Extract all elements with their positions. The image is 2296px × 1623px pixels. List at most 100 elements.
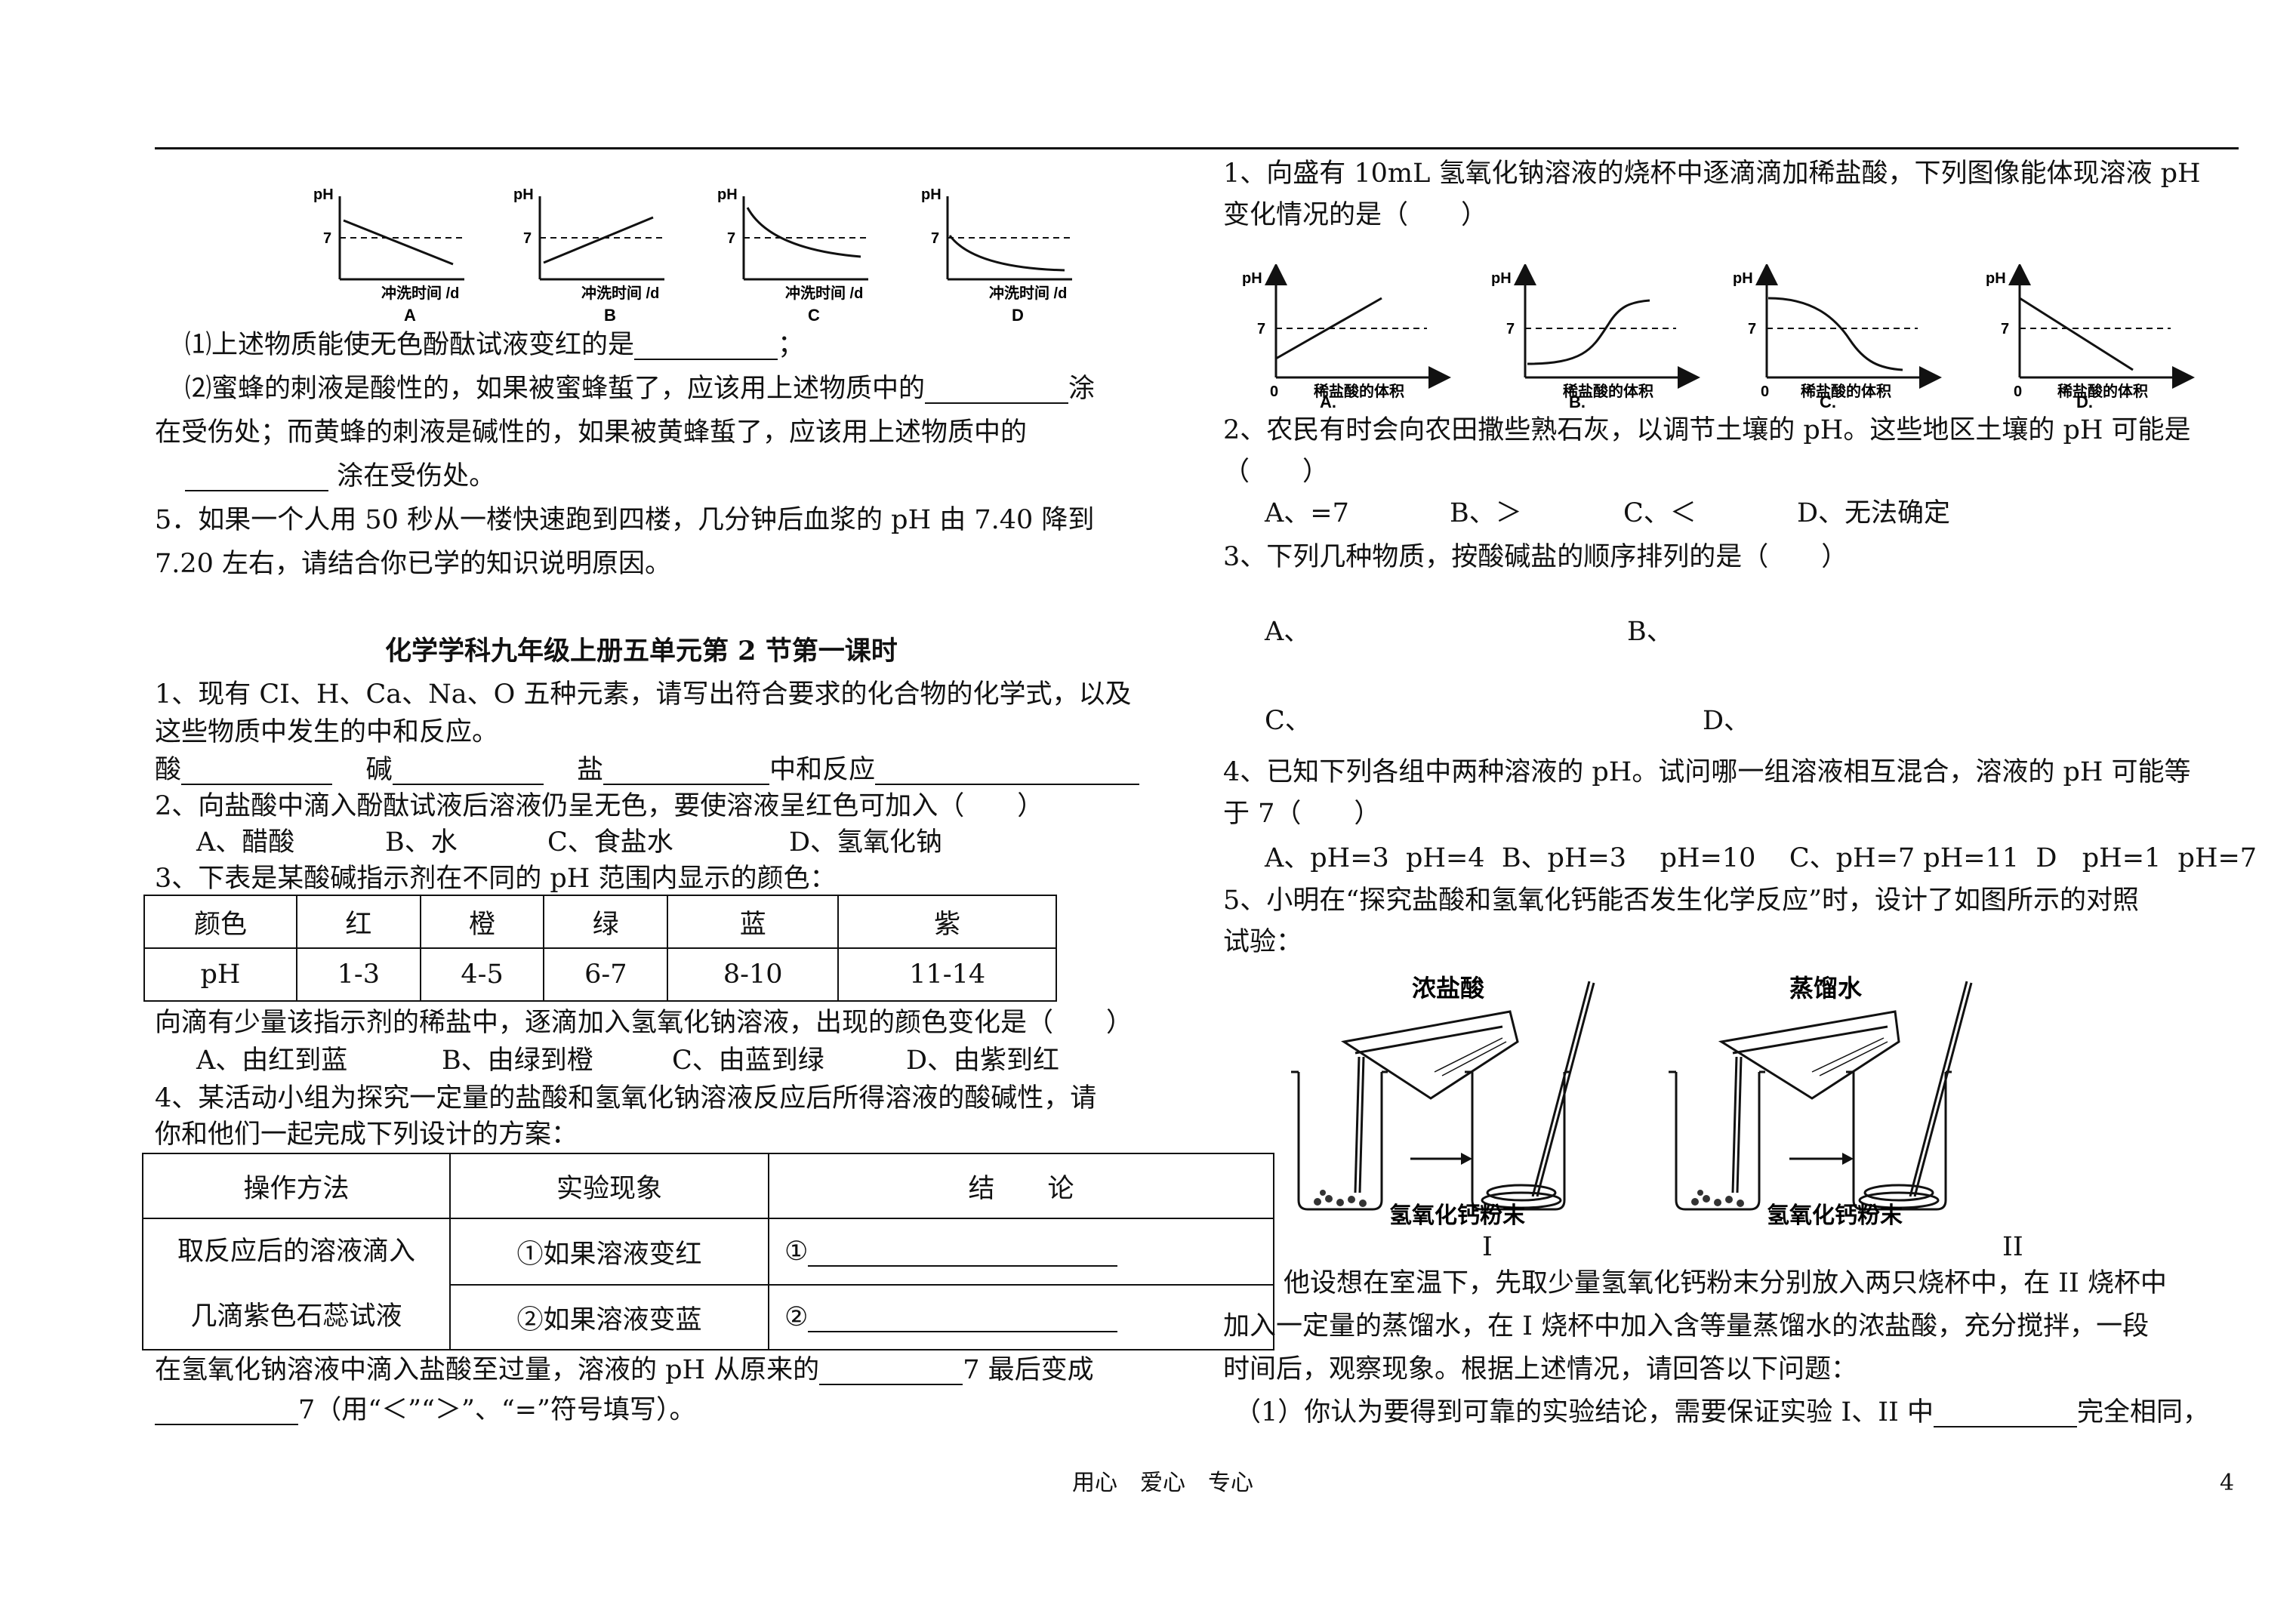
neutralization-blank[interactable] [875,759,1140,785]
s3-option-c[interactable]: C、由蓝到绿 [672,1046,824,1076]
table-cell: 8-10 [667,947,840,1002]
svg-text:D.: D. [2076,393,2093,408]
s2-option-d[interactable]: D、氢氧化钠 [789,827,943,858]
r-q3-stem: 3、下列几种物质，按酸碱盐的顺序排列的是（ ） [1223,542,1848,572]
answer-blank[interactable] [925,378,1069,404]
svg-text:7: 7 [323,230,331,247]
r-q2-option-a[interactable]: A、=7 [1265,498,1349,528]
svg-text:7: 7 [1506,321,1515,337]
conclusion-blank[interactable] [808,1241,1118,1267]
table-cell: 紫 [837,895,1057,949]
q4-part2b: 在受伤处；而黄蜂的刺液是碱性的，如果被黄蜂蜇了，应该用上述物质中的 [155,417,1028,448]
page-number: 4 [2220,1470,2235,1496]
svg-text:B.: B. [1569,393,1586,408]
svg-text:A: A [404,306,416,325]
s1-line1: 1、现有 CI、H、Ca、Na、O 五种元素，请写出符合要求的化合物的化学式，以… [155,679,1132,710]
s2-option-a[interactable]: A、醋酸 [196,827,295,858]
ph-graph-d: pH 7 0 稀盐酸的体积 D. [1986,264,2195,408]
r-q2-option-b[interactable]: B、＞ [1450,498,1522,528]
r-q4-options[interactable]: A、pH=3 pH=4 B、pH=3 pH=10 C、pH=7 pH=11 D … [1265,843,2257,873]
svg-text:7: 7 [931,230,939,247]
operation-cell: 取反应后的溶液滴入 几滴紫色石蕊试液 [142,1218,451,1350]
r-q3-option-b[interactable]: B、 [1627,617,1673,647]
svg-text:冲洗时间 /d: 冲洗时间 /d [785,285,863,302]
ph-graph-a: pH 7 0 稀盐酸的体积 A. [1242,264,1451,408]
r-q5-line1: 5、小明在“探究盐酸和氢氧化钙能否发生化学反应”时，设计了如图所示的对照 [1223,885,2140,916]
s1-line2: 这些物质中发生的中和反应。 [155,717,499,747]
s2-option-b[interactable]: B、水 [385,827,458,858]
svg-text:C.: C. [1820,393,1836,408]
svg-text:冲洗时间 /d: 冲洗时间 /d [989,285,1067,302]
phenomenon-blue: ②如果溶液变蓝 [449,1284,769,1350]
r-q1-line2: 变化情况的是（ ） [1223,200,1488,230]
svg-text:pH: pH [1733,270,1753,287]
experiment-table: 操作方法 实验现象 结 论 取反应后的溶液滴入 几滴紫色石蕊试液 ①如果溶液变红… [142,1153,1274,1350]
setup-label-ii: II [2002,1232,2023,1262]
svg-text:7: 7 [727,230,735,247]
conclusion-2: ② [768,1284,1274,1350]
r-q3-option-c[interactable]: C、 [1265,706,1311,736]
svg-text:pH: pH [1986,270,2006,287]
q4-part2a: ⑵蜜蜂的刺液是酸性的，如果被蜜蜂蜇了，应该用上述物质中的涂 [185,374,1096,404]
s4-line2: 你和他们一起完成下列设计的方案： [155,1119,578,1150]
svg-text:B: B [604,306,616,325]
mini-graph-c: pH 7 冲洗时间 /d C [717,186,868,325]
r-q4-line1: 4、已知下列各组中两种溶液的 pH。试问哪一组溶液相互混合，溶液的 pH 可能等 [1223,757,2191,787]
ph-change-line2: 7（用“＜”“＞”、“=”符号填写）。 [155,1395,695,1425]
answer-blank[interactable] [185,466,328,491]
header-phenomenon: 实验现象 [449,1153,769,1219]
conclusion-blank[interactable] [808,1307,1118,1332]
s2-option-c[interactable]: C、食盐水 [547,827,673,858]
table-cell: 4-5 [419,947,545,1002]
r-q3-option-d[interactable]: D、 [1703,706,1751,736]
svg-text:冲洗时间 /d: 冲洗时间 /d [581,285,659,302]
acid-blank[interactable] [181,759,333,785]
r-q1-line1: 1、向盛有 10mL 氢氧化钠溶液的烧杯中逐滴滴加稀盐酸，下列图像能体现溶液 p… [1223,159,2201,189]
setup-label-i: I [1482,1232,1493,1262]
r-q4-line2: 于 7（ ） [1223,799,1381,829]
svg-text:C: C [808,306,820,325]
s3-option-b[interactable]: B、由绿到橙 [442,1046,593,1076]
r-q2-option-c[interactable]: C、＜ [1623,498,1697,528]
s3-stem: 3、下表是某酸碱指示剂在不同的 pH 范围内显示的颜色： [155,864,837,894]
base-blank[interactable] [392,759,544,785]
section-title: 化学学科九年级上册五单元第 2 节第一课时 [385,636,898,667]
svg-text:稀盐酸的体积: 稀盐酸的体积 [1801,382,1891,400]
q5-line2: 7.20 左右，请结合你已学的知识说明原因。 [155,549,672,579]
answer-blank[interactable] [634,334,778,360]
salt-blank[interactable] [603,759,770,785]
svg-text:稀盐酸的体积: 稀盐酸的体积 [1314,382,1404,400]
svg-text:pH: pH [921,186,942,203]
washing-ph-graphs: pH 7 冲洗时间 /d A pH 7 冲洗时间 /d B pH 7 冲洗时间 … [313,186,1072,325]
s4-line1: 4、某活动小组为探究一定量的盐酸和氢氧化钠溶液反应后所得溶液的酸碱性，请 [155,1083,1097,1113]
ph-blank[interactable] [155,1400,298,1425]
svg-text:D: D [1012,306,1024,325]
svg-text:蒸馏水: 蒸馏水 [1789,975,1863,1002]
table-row: pH 1-3 4-5 6-7 8-10 11-14 [143,947,1057,1002]
svg-text:pH: pH [1491,270,1512,287]
r-q2-line1: 2、农民有时会向农田撒些熟石灰，以调节土壤的 pH。这些地区土壤的 pH 可能是 [1223,415,2191,445]
svg-text:稀盐酸的体积: 稀盐酸的体积 [2057,382,2148,400]
svg-text:7: 7 [1748,321,1756,337]
table-cell: 绿 [543,895,669,949]
ph-blank[interactable] [819,1360,963,1385]
header-operation: 操作方法 [142,1153,451,1219]
q4-part1: ⑴上述物质能使无色酚酞试液变红的是； [185,330,805,360]
svg-text:7: 7 [1257,321,1265,337]
beaker-experiment-figure: 浓盐酸 蒸馏水 氢氧化钙粉末 氢氧化钙粉末 [1291,975,1973,1228]
r-para-line4: （1）你认为要得到可靠的实验结论，需要保证实验 I、II 中完全相同， [1234,1397,2210,1427]
q4-part2c: 涂在受伤处。 [185,461,495,491]
s3-after: 向滴有少量该指示剂的稀盐中，逐滴加入氢氧化钠溶液，出现的颜色变化是（ ） [155,1008,1133,1038]
table-cell: 橙 [419,895,545,949]
svg-text:氢氧化钙粉末: 氢氧化钙粉末 [1767,1203,1903,1228]
r-q2-option-d[interactable]: D、无法确定 [1797,498,1951,528]
r-para-line2: 加入一定量的蒸馏水，在 I 烧杯中加入含等量蒸馏水的浓盐酸，充分搅拌，一段 [1223,1311,2150,1341]
r-q3-option-a[interactable]: A、 [1265,617,1311,647]
svg-text:7: 7 [523,230,532,247]
table-cell: 红 [295,895,421,949]
table-row: ②如果溶液变蓝 ② [143,1284,1274,1350]
answer-blank[interactable] [1934,1402,2077,1427]
s3-option-a[interactable]: A、由红到蓝 [196,1046,348,1076]
s3-option-d[interactable]: D、由紫到红 [906,1046,1060,1076]
